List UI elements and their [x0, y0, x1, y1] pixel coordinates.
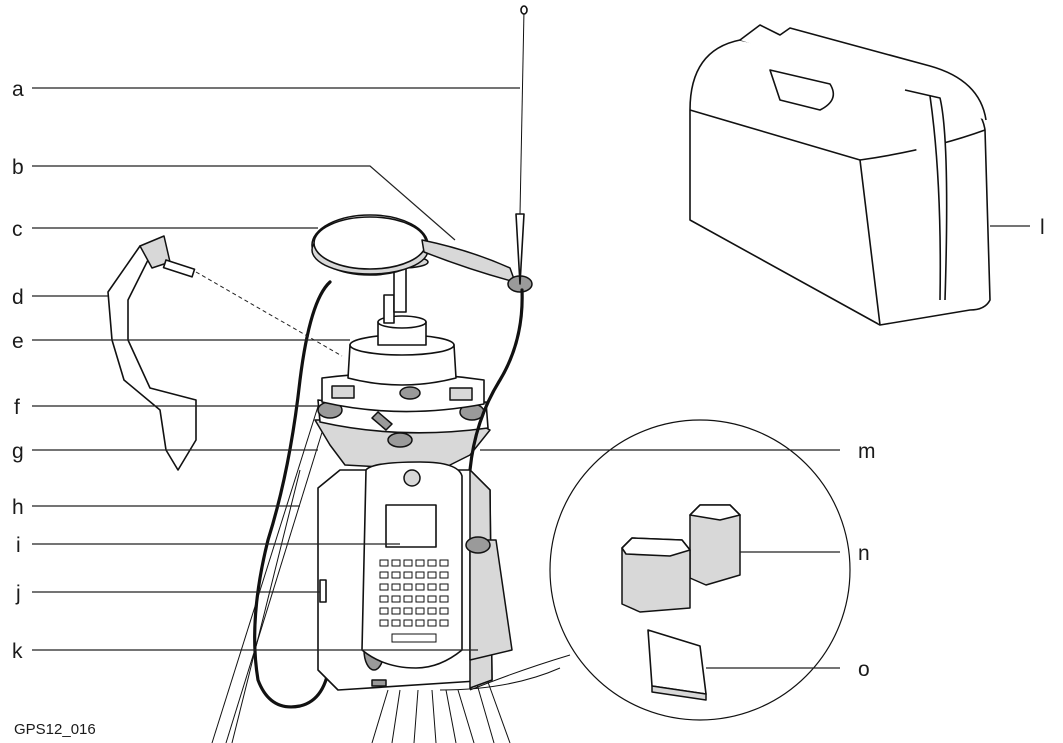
callout-labels: a b c d e f g h i j k l m n o: [12, 78, 1045, 681]
antenna-arm-illustration: [107, 235, 343, 471]
callout-g: g: [12, 440, 24, 463]
figure-id-label: GPS12_016: [14, 721, 96, 738]
callout-o: o: [858, 658, 870, 681]
callout-leaders: [32, 87, 1030, 669]
carrying-case-illustration: [689, 24, 991, 326]
accessories-detail-illustration: [439, 419, 851, 721]
callout-d: d: [12, 286, 24, 309]
callout-f: f: [14, 396, 20, 419]
tribrach-illustration: [314, 399, 491, 471]
callout-c: c: [12, 218, 23, 241]
callout-b: b: [12, 156, 24, 179]
callout-a: a: [12, 78, 24, 101]
callout-n: n: [858, 542, 870, 565]
controller-illustration: [361, 461, 463, 669]
radio-antenna-illustration: [421, 5, 533, 293]
antenna-cable: [253, 280, 332, 709]
callout-j: j: [15, 582, 21, 605]
gnss-antenna-illustration: [311, 214, 429, 324]
adapter-illustration: [321, 372, 485, 431]
callout-m: m: [858, 440, 876, 463]
callout-h: h: [12, 496, 24, 519]
callout-k: k: [12, 640, 23, 663]
callout-l: l: [1040, 216, 1045, 239]
carrier-illustration: [347, 315, 457, 386]
callout-e: e: [12, 330, 24, 353]
callout-i: i: [16, 534, 21, 557]
